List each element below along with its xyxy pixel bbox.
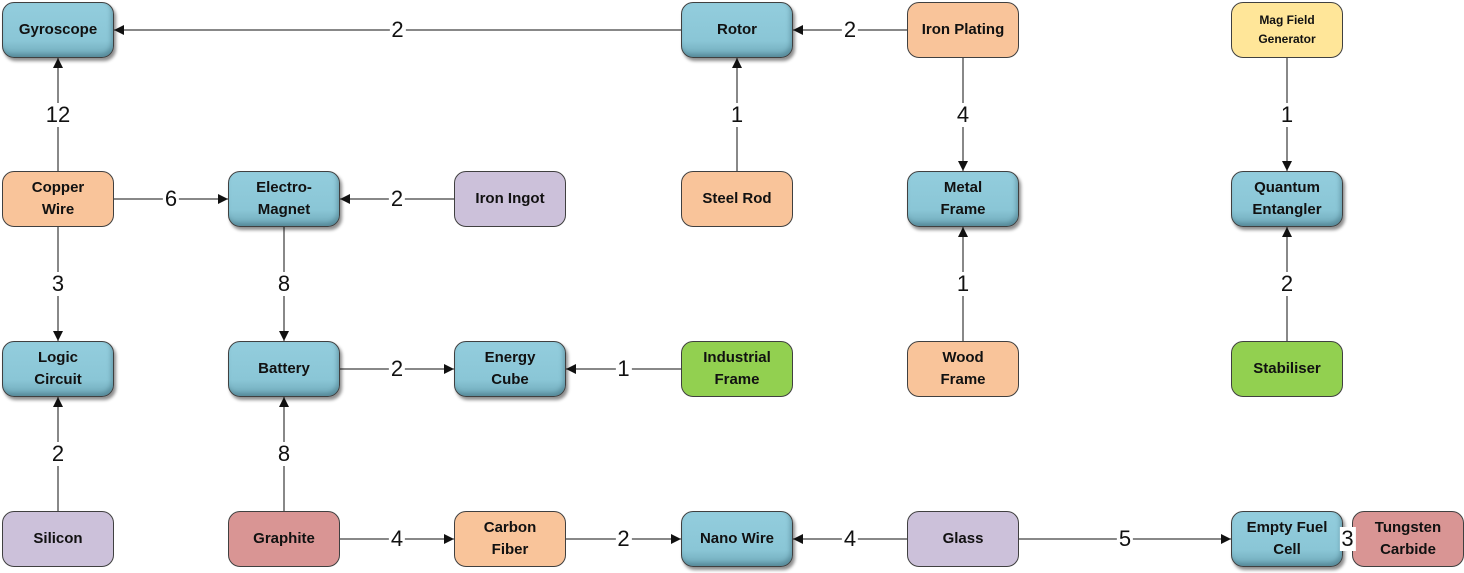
- edge-quantity-label: 4: [388, 526, 406, 551]
- node-quantum-entangler: Quantum Entangler: [1231, 171, 1343, 227]
- node-nano-wire: Nano Wire: [681, 511, 793, 567]
- node-energy-cube: Energy Cube: [454, 341, 566, 397]
- node-mag-field-generator: Mag Field Generator: [1231, 2, 1343, 58]
- edge-quantity-label: 2: [388, 186, 406, 211]
- node-gyroscope: Gyroscope: [2, 2, 114, 58]
- node-logic-circuit: Logic Circuit: [2, 341, 114, 397]
- edge-quantity-label: 2: [389, 17, 406, 42]
- edge-quantity-label: 12: [43, 101, 73, 127]
- node-silicon: Silicon: [2, 511, 114, 567]
- edge-quantity-label: 2: [49, 441, 67, 466]
- node-iron-ingot: Iron Ingot: [454, 171, 566, 227]
- edge-quantity-label: 3: [1339, 526, 1356, 551]
- edge-quantity-label: 1: [1278, 101, 1296, 127]
- edge-quantity-label: 4: [954, 101, 972, 127]
- edge-quantity-label: 1: [728, 101, 746, 127]
- node-metal-frame: Metal Frame: [907, 171, 1019, 227]
- node-wood-frame: Wood Frame: [907, 341, 1019, 397]
- edge-quantity-label: 2: [615, 526, 632, 551]
- edge-quantity-label: 1: [615, 356, 632, 381]
- node-battery: Battery: [228, 341, 340, 397]
- node-carbon-fiber: Carbon Fiber: [454, 511, 566, 567]
- edge-quantity-label: 3: [49, 271, 67, 296]
- edge-quantity-label: 1: [954, 271, 972, 296]
- node-graphite: Graphite: [228, 511, 340, 567]
- node-industrial-frame: Industrial Frame: [681, 341, 793, 397]
- node-steel-rod: Steel Rod: [681, 171, 793, 227]
- node-rotor: Rotor: [681, 2, 793, 58]
- edge-quantity-label: 2: [841, 17, 859, 42]
- edge-quantity-label: 5: [1116, 526, 1134, 551]
- node-glass: Glass: [907, 511, 1019, 567]
- node-iron-plating: Iron Plating: [907, 2, 1019, 58]
- edge-quantity-label: 8: [275, 441, 293, 466]
- node-empty-fuel-cell: Empty Fuel Cell: [1231, 511, 1343, 567]
- node-tungsten-carbide: Tungsten Carbide: [1352, 511, 1464, 567]
- edge-quantity-label: 2: [388, 356, 406, 381]
- node-copper-wire: Copper Wire: [2, 171, 114, 227]
- edge-quantity-label: 4: [841, 526, 859, 551]
- edge-quantity-label: 8: [275, 271, 293, 296]
- edge-quantity-label: 6: [162, 186, 180, 211]
- node-stabiliser: Stabiliser: [1231, 341, 1343, 397]
- edge-quantity-label: 2: [1278, 271, 1296, 296]
- node-electro-magnet: Electro- Magnet: [228, 171, 340, 227]
